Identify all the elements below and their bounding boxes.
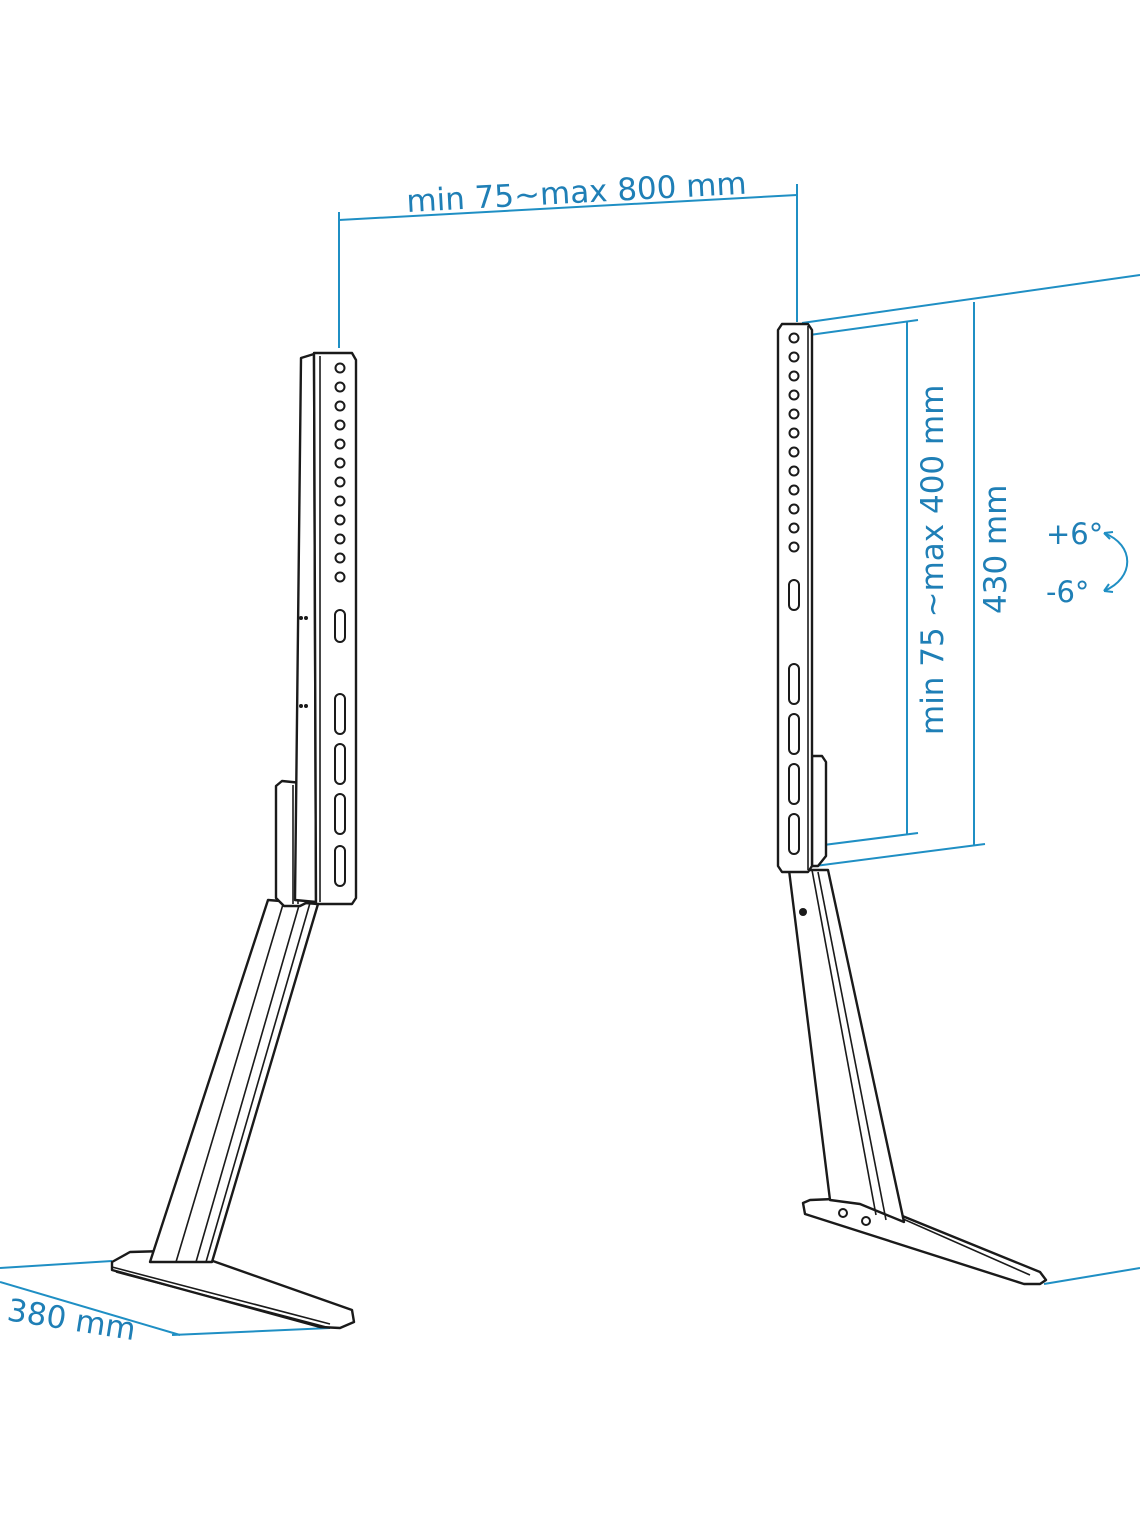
width-dimension: min 75~max 800 mm [338, 166, 798, 348]
left-bracket-holes [334, 362, 346, 583]
depth-label: 380 mm [5, 1292, 138, 1348]
tilt-indicator: +6° -6° [1046, 517, 1129, 609]
height-range-label: min 75 ~max 400 mm [915, 385, 951, 735]
tilt-up-label: +6° [1046, 517, 1103, 551]
tilt-arrow-icon [1103, 532, 1129, 592]
height-dimensions: min 75 ~max 400 mm 430 mm [794, 274, 1140, 867]
right-bracket-slots [788, 579, 800, 855]
right-bracket-holes [788, 332, 800, 553]
width-range-label: min 75~max 800 mm [405, 166, 747, 220]
tilt-down-label: -6° [1046, 575, 1089, 609]
right-stand [776, 322, 1048, 1286]
left-bracket-slots [334, 609, 346, 887]
left-stand [110, 351, 358, 1330]
bracket-height-label: 430 mm [978, 485, 1014, 614]
